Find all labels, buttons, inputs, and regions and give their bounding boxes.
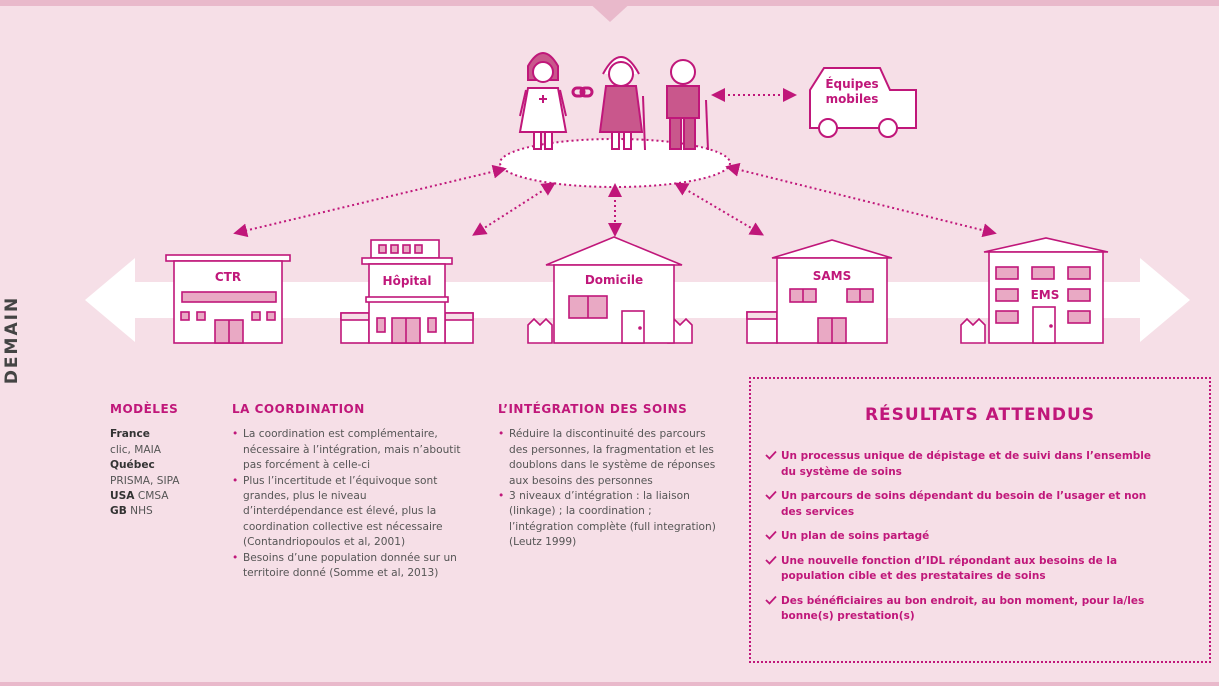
top-notch — [586, 0, 634, 22]
models-entry-quebec: Québec PRISMA, SIPA — [110, 458, 215, 489]
check-icon — [765, 555, 777, 565]
list-item: Plus l’incertitude et l’équivoque sont g… — [232, 474, 462, 551]
result-text: Une nouvelle fonction d’IDL répondant au… — [781, 554, 1118, 583]
link-hopital — [472, 182, 556, 236]
integration-list: Réduire la discontinuité des parcours de… — [498, 427, 718, 550]
bottom-bar — [0, 682, 1219, 686]
mobile-team-label-2: mobiles — [826, 92, 879, 106]
elderly-man-figure — [666, 59, 709, 151]
models-entry-france: France clic, MAIA — [110, 427, 215, 458]
side-label-demain: DEMAIN — [2, 295, 22, 385]
building-label-sams: SAMS — [813, 269, 852, 283]
link-ctr — [233, 164, 507, 238]
models-column: MODÈLES France clic, MAIA Québec PRISMA,… — [110, 402, 215, 520]
coordination-title: LA COORDINATION — [232, 402, 365, 416]
models-value: CMSA — [137, 490, 169, 503]
link-ems — [725, 162, 997, 238]
result-text: Un parcours de soins dépendant du besoin… — [781, 490, 1147, 518]
integration-title: L’INTÉGRATION DES SOINS — [498, 402, 688, 416]
result-item: Une nouvelle fonction d’IDL répondant au… — [765, 554, 1155, 585]
models-entry-gb: GB NHS — [110, 504, 215, 519]
building-label-domicile: Domicile — [585, 273, 643, 287]
list-item: Besoins d’une population donnée sur un t… — [232, 551, 462, 582]
models-value: NHS — [130, 505, 153, 518]
mobile-team-car-icon — [809, 67, 917, 138]
models-country: Québec — [110, 459, 155, 472]
coordination-list: La coordination est complémentaire, néce… — [232, 427, 462, 581]
result-text: Un plan de soins partagé — [781, 530, 930, 542]
result-item: Un processus unique de dépistage et de s… — [765, 449, 1155, 480]
building-label-ctr: CTR — [215, 270, 241, 284]
models-title: MODÈLES — [110, 402, 179, 416]
check-icon — [765, 595, 777, 605]
results-title: RÉSULTATS ATTENDUS — [864, 405, 1096, 425]
result-text: Un processus unique de dépistage et de s… — [781, 450, 1152, 478]
building-label-ems: EMS — [1031, 288, 1060, 302]
link-sams — [673, 182, 765, 236]
mobile-team-label-1: Équipes — [825, 76, 878, 91]
care-network-diagram: Équipes mobiles CTR Hôpital — [85, 52, 1190, 344]
models-value: PRISMA, SIPA — [110, 474, 180, 487]
building-ctr — [165, 254, 291, 344]
models-country: GB — [110, 505, 127, 518]
building-sams — [746, 239, 893, 344]
check-icon — [765, 490, 777, 500]
check-icon — [765, 530, 777, 540]
integration-column: L’INTÉGRATION DES SOINS Réduire la disco… — [498, 402, 718, 551]
results-list: Un processus unique de dépistage et de s… — [765, 449, 1155, 634]
check-icon — [765, 450, 777, 460]
building-hopital — [340, 239, 474, 344]
models-entry-usa: USA CMSA — [110, 489, 215, 504]
building-ems — [960, 237, 1109, 344]
list-item: La coordination est complémentaire, néce… — [232, 427, 462, 473]
building-label-hopital: Hôpital — [383, 274, 432, 288]
models-value: clic, MAIA — [110, 443, 162, 456]
models-country: France — [110, 428, 150, 441]
result-text: Des bénéficiaires au bon endroit, au bon… — [781, 594, 1145, 623]
coordination-column: LA COORDINATION La coordination est comp… — [232, 402, 462, 581]
nurse-figure — [518, 52, 568, 150]
elderly-woman-figure — [598, 56, 646, 151]
link-icon — [571, 86, 594, 98]
list-item: Réduire la discontinuité des parcours de… — [498, 427, 718, 489]
result-item: Un plan de soins partagé — [765, 529, 1155, 545]
building-domicile — [527, 236, 693, 344]
results-box: RÉSULTATS ATTENDUS Un processus unique d… — [749, 377, 1211, 663]
list-item: 3 niveaux d’intégration : la liaison (li… — [498, 489, 718, 551]
result-item: Des bénéficiaires au bon endroit, au bon… — [765, 594, 1155, 625]
models-country: USA — [110, 490, 135, 503]
result-item: Un parcours de soins dépendant du besoin… — [765, 489, 1155, 520]
